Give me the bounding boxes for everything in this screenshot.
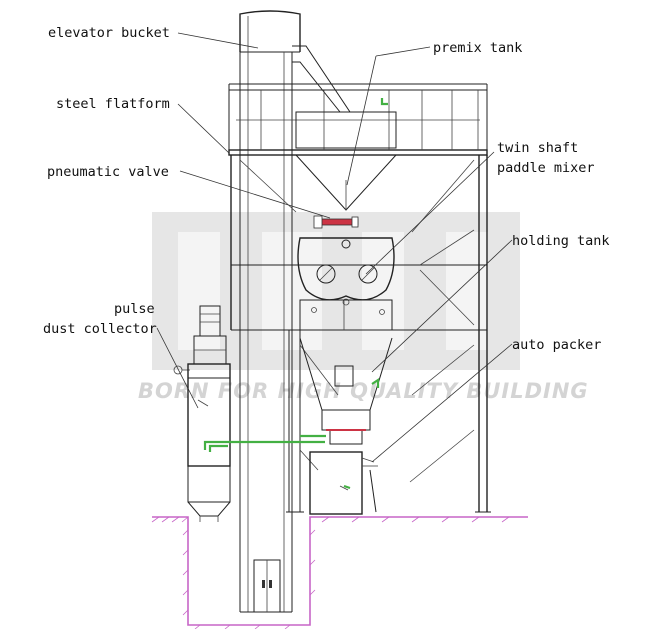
pneumatic-valve — [313, 215, 359, 229]
labels: elevator bucket premix tank steel flatfo… — [43, 25, 610, 353]
label-paddle-mixer: paddle mixer — [497, 160, 595, 176]
steel-frame — [230, 155, 491, 513]
label-dust-collector: dust collector — [43, 321, 157, 337]
leader-lines — [156, 32, 513, 463]
twin-shaft-mixer — [297, 237, 395, 331]
watermark-text: BORN FOR HIGH QUALITY BUILDING — [138, 379, 589, 403]
label-pulse: pulse — [114, 301, 155, 317]
auto-packer — [309, 451, 378, 515]
label-premix-tank: premix tank — [433, 40, 522, 56]
ground-pit — [151, 516, 528, 629]
steel-platform — [228, 83, 488, 156]
label-holding-tank: holding tank — [512, 233, 610, 249]
ground-hatching — [151, 516, 510, 629]
label-steel-platform: steel flatform — [56, 96, 170, 112]
bucket-elevator — [239, 10, 358, 613]
label-twin-shaft: twin shaft — [497, 140, 578, 156]
label-elevator-bucket: elevator bucket — [48, 25, 170, 41]
label-auto-packer: auto packer — [512, 337, 601, 353]
premix-tank — [295, 98, 397, 211]
holding-tank — [299, 337, 393, 445]
label-pneumatic-valve: pneumatic valve — [47, 164, 169, 180]
pulse-dust-collector — [173, 305, 326, 522]
